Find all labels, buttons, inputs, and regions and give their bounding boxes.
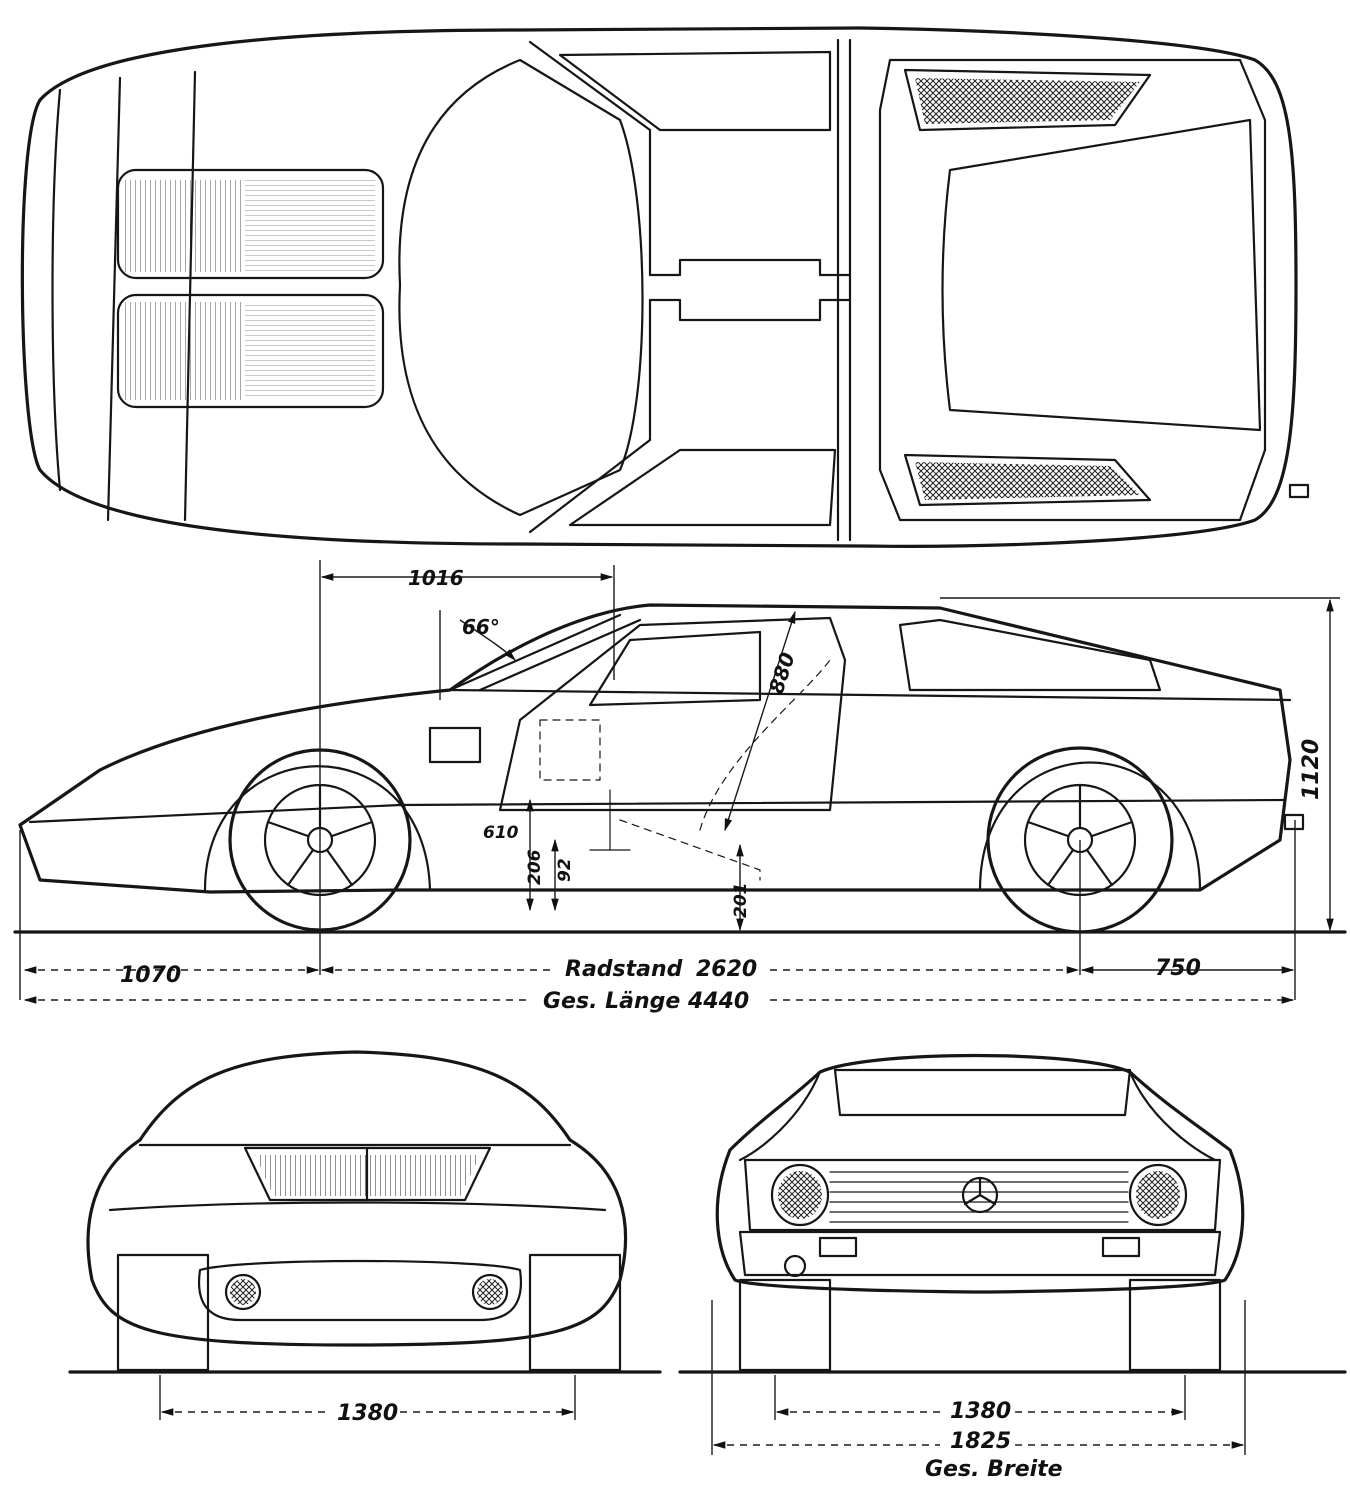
rear-tire-left bbox=[738, 1278, 832, 1372]
tow-hook bbox=[783, 1254, 807, 1278]
rear-quarter-window bbox=[898, 618, 1162, 692]
front-body-outline bbox=[86, 1050, 628, 1347]
width-label: Ges. Breite bbox=[925, 1457, 1063, 1482]
sill-dim-label: 610 bbox=[483, 823, 519, 843]
exhaust-pipe bbox=[1288, 483, 1310, 499]
seat-dim-label: 880 bbox=[764, 649, 800, 696]
tail-light-left bbox=[770, 1163, 830, 1227]
front-vent-upper bbox=[116, 168, 385, 280]
rear-body-outline bbox=[715, 1053, 1245, 1294]
rear-overhang-label: 750 bbox=[1155, 956, 1201, 981]
rear-hood bbox=[878, 58, 1267, 522]
front-tire-right bbox=[528, 1253, 622, 1372]
rear-track-label: 1380 bbox=[950, 1399, 1011, 1424]
width-value: 1825 bbox=[950, 1429, 1011, 1454]
ground-clearance-label: 201 bbox=[731, 883, 751, 919]
rear-vent-lower bbox=[903, 453, 1152, 507]
wheelbase-value: 2620 bbox=[696, 957, 757, 982]
plate-light-right bbox=[1101, 1236, 1141, 1258]
rear-tire-right bbox=[1128, 1278, 1222, 1372]
top-view bbox=[20, 26, 1310, 548]
rear-view bbox=[678, 1053, 1347, 1455]
side-view bbox=[13, 560, 1347, 1004]
length-value: 4440 bbox=[687, 989, 749, 1014]
fuel-flap bbox=[428, 726, 482, 764]
rear-vent-upper bbox=[903, 68, 1152, 132]
front-tire-left bbox=[116, 1253, 210, 1372]
front-overhang-label: 1070 bbox=[120, 963, 181, 988]
height-label: 1120 bbox=[1299, 739, 1324, 800]
windshield-angle-label: 66° bbox=[462, 615, 500, 639]
front-grille bbox=[243, 1146, 492, 1202]
length-label: Ges. Länge bbox=[543, 989, 680, 1014]
plate-light-left bbox=[818, 1236, 858, 1258]
windshield-distance-label: 1016 bbox=[408, 566, 464, 590]
wheelbase-label: Radstand bbox=[565, 957, 683, 982]
top-view-body-outline bbox=[20, 26, 1298, 548]
side-window-top-left bbox=[558, 50, 832, 132]
front-track-label: 1380 bbox=[337, 1401, 398, 1426]
front-vent-lower bbox=[116, 293, 385, 409]
front-lamp-left bbox=[224, 1273, 262, 1311]
front-view bbox=[68, 1050, 662, 1420]
rear-window bbox=[833, 1068, 1132, 1117]
windshield-top bbox=[398, 58, 644, 517]
tail-light-right bbox=[1128, 1163, 1188, 1227]
side-window-top-right bbox=[568, 448, 837, 527]
front-lamp-right bbox=[471, 1273, 509, 1311]
door-outline bbox=[498, 616, 847, 812]
side-body-outline bbox=[18, 603, 1292, 894]
floor-dim-label: 206 bbox=[525, 849, 545, 885]
floor-clearance-label: 92 bbox=[555, 858, 575, 882]
